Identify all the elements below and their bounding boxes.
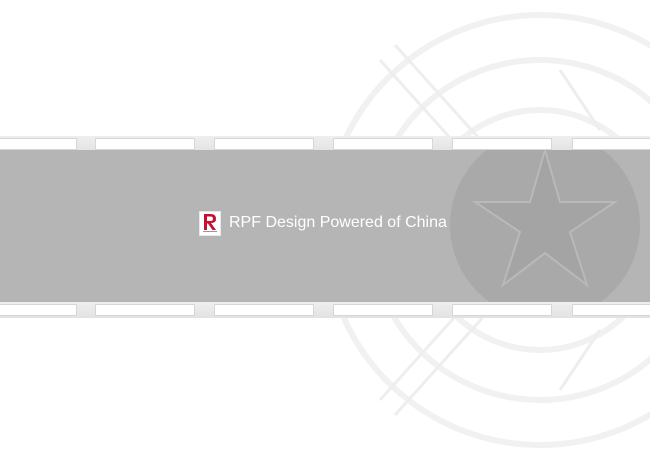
edge-tab	[572, 304, 650, 316]
edge-tab	[0, 304, 77, 316]
edge-tab	[333, 138, 433, 150]
edge-tab	[333, 304, 433, 316]
edge-tab	[452, 304, 552, 316]
band-bottom-edge	[0, 302, 650, 318]
brand-title: RPF Design Powered of China	[229, 214, 447, 231]
brand-lockup: RPF Design Powered of China	[199, 210, 447, 236]
edge-tab	[95, 304, 195, 316]
edge-tab	[0, 138, 77, 150]
edge-tab	[95, 138, 195, 150]
edge-tab	[214, 304, 314, 316]
edge-tab	[572, 138, 650, 150]
rpf-r-logo-icon	[199, 210, 221, 236]
edge-tab	[214, 138, 314, 150]
star-emblem-icon	[450, 150, 640, 303]
edge-tab	[452, 138, 552, 150]
title-band	[0, 150, 650, 303]
band-top-edge	[0, 136, 650, 152]
